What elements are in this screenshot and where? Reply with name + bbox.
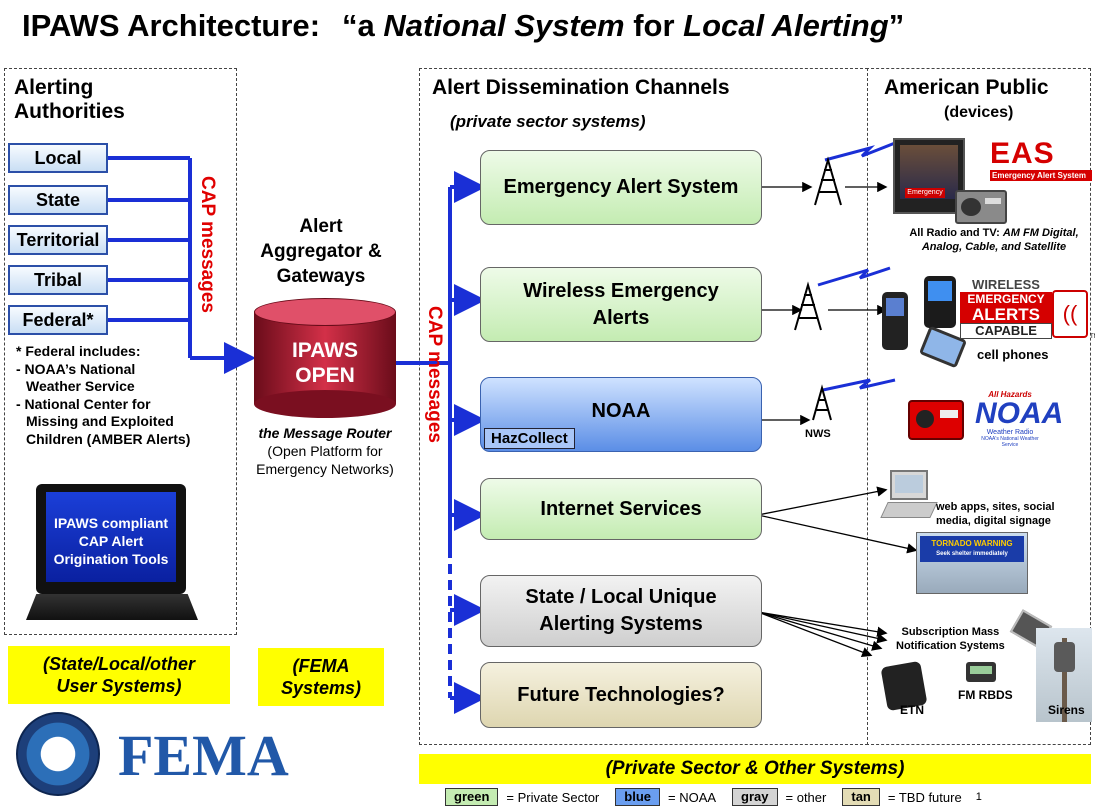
hazcollect-label: HazCollect xyxy=(484,428,575,449)
message-router-caption: the Message Router (Open Platform for Em… xyxy=(256,425,394,477)
wea-signal-icon: (( xyxy=(1052,290,1088,338)
page-title: IPAWS Architecture:“a National System fo… xyxy=(22,8,905,43)
sirens-label: Sirens xyxy=(1048,703,1085,717)
laptop-base xyxy=(26,594,198,620)
channels-panel xyxy=(419,68,868,745)
legend-blue: blue xyxy=(615,788,660,806)
channels-header: Alert Dissemination Channels xyxy=(432,76,730,99)
public-header: American Public xyxy=(884,76,1049,99)
noaa-weather-radio-logo: All Hazards NOAA Weather Radio NOAA's Na… xyxy=(975,390,1064,448)
page-number: 1 xyxy=(975,791,982,803)
cap-messages-label-right: CAP messages xyxy=(424,306,445,443)
fm-radio-icon xyxy=(966,662,996,682)
channel-future: Future Technologies? xyxy=(480,662,762,728)
nws-label: NWS xyxy=(805,428,831,440)
authority-local: Local xyxy=(8,143,108,173)
legend-green: green xyxy=(445,788,499,806)
cap-messages-label-left: CAP messages xyxy=(197,176,218,313)
eas-logo: EAS Emergency Alert System xyxy=(990,138,1092,181)
fema-logo: FEMA xyxy=(118,723,289,788)
radio-tv-caption: All Radio and TV: AM FM Digital, Analog,… xyxy=(909,227,1079,253)
computer-base xyxy=(880,502,938,518)
tv-icon: Emergency xyxy=(893,138,965,214)
computer-icon xyxy=(890,470,928,500)
wea-capable-logo: WIRELESS EMERGENCY ALERTS CAPABLE xyxy=(960,278,1052,339)
legend-tan: tan xyxy=(842,788,880,806)
weather-radio-icon xyxy=(908,400,964,440)
private-sector-footer: (Private Sector & Other Systems) xyxy=(419,754,1091,784)
siren-icon xyxy=(1036,628,1092,722)
channels-subheader: (private sector systems) xyxy=(450,112,646,131)
fm-rbds-label: FM RBDS xyxy=(958,688,1013,702)
authority-tribal: Tribal xyxy=(8,265,108,295)
cell-phone-icon-2 xyxy=(924,276,956,328)
legend-gray: gray xyxy=(732,788,778,806)
public-subheader: (devices) xyxy=(944,104,1014,121)
etn-label: ETN xyxy=(900,703,924,717)
channel-internet: Internet Services xyxy=(480,478,762,540)
cell-phone-icon-1 xyxy=(882,292,908,350)
authority-territorial: Territorial xyxy=(8,225,108,255)
wea-tm: TM xyxy=(1090,334,1095,340)
legend: green= Private Sector blue= NOAA gray= o… xyxy=(445,788,982,806)
cell-phones-caption: cell phones xyxy=(977,347,1049,362)
dhs-seal xyxy=(16,712,100,796)
federal-note: * Federal includes: - NOAA’s National We… xyxy=(16,343,191,447)
authority-federal: Federal* xyxy=(8,305,108,335)
channel-eas: Emergency Alert System xyxy=(480,150,762,225)
radio-icon xyxy=(955,190,1007,224)
authority-state: State xyxy=(8,185,108,215)
public-panel xyxy=(866,68,1091,745)
